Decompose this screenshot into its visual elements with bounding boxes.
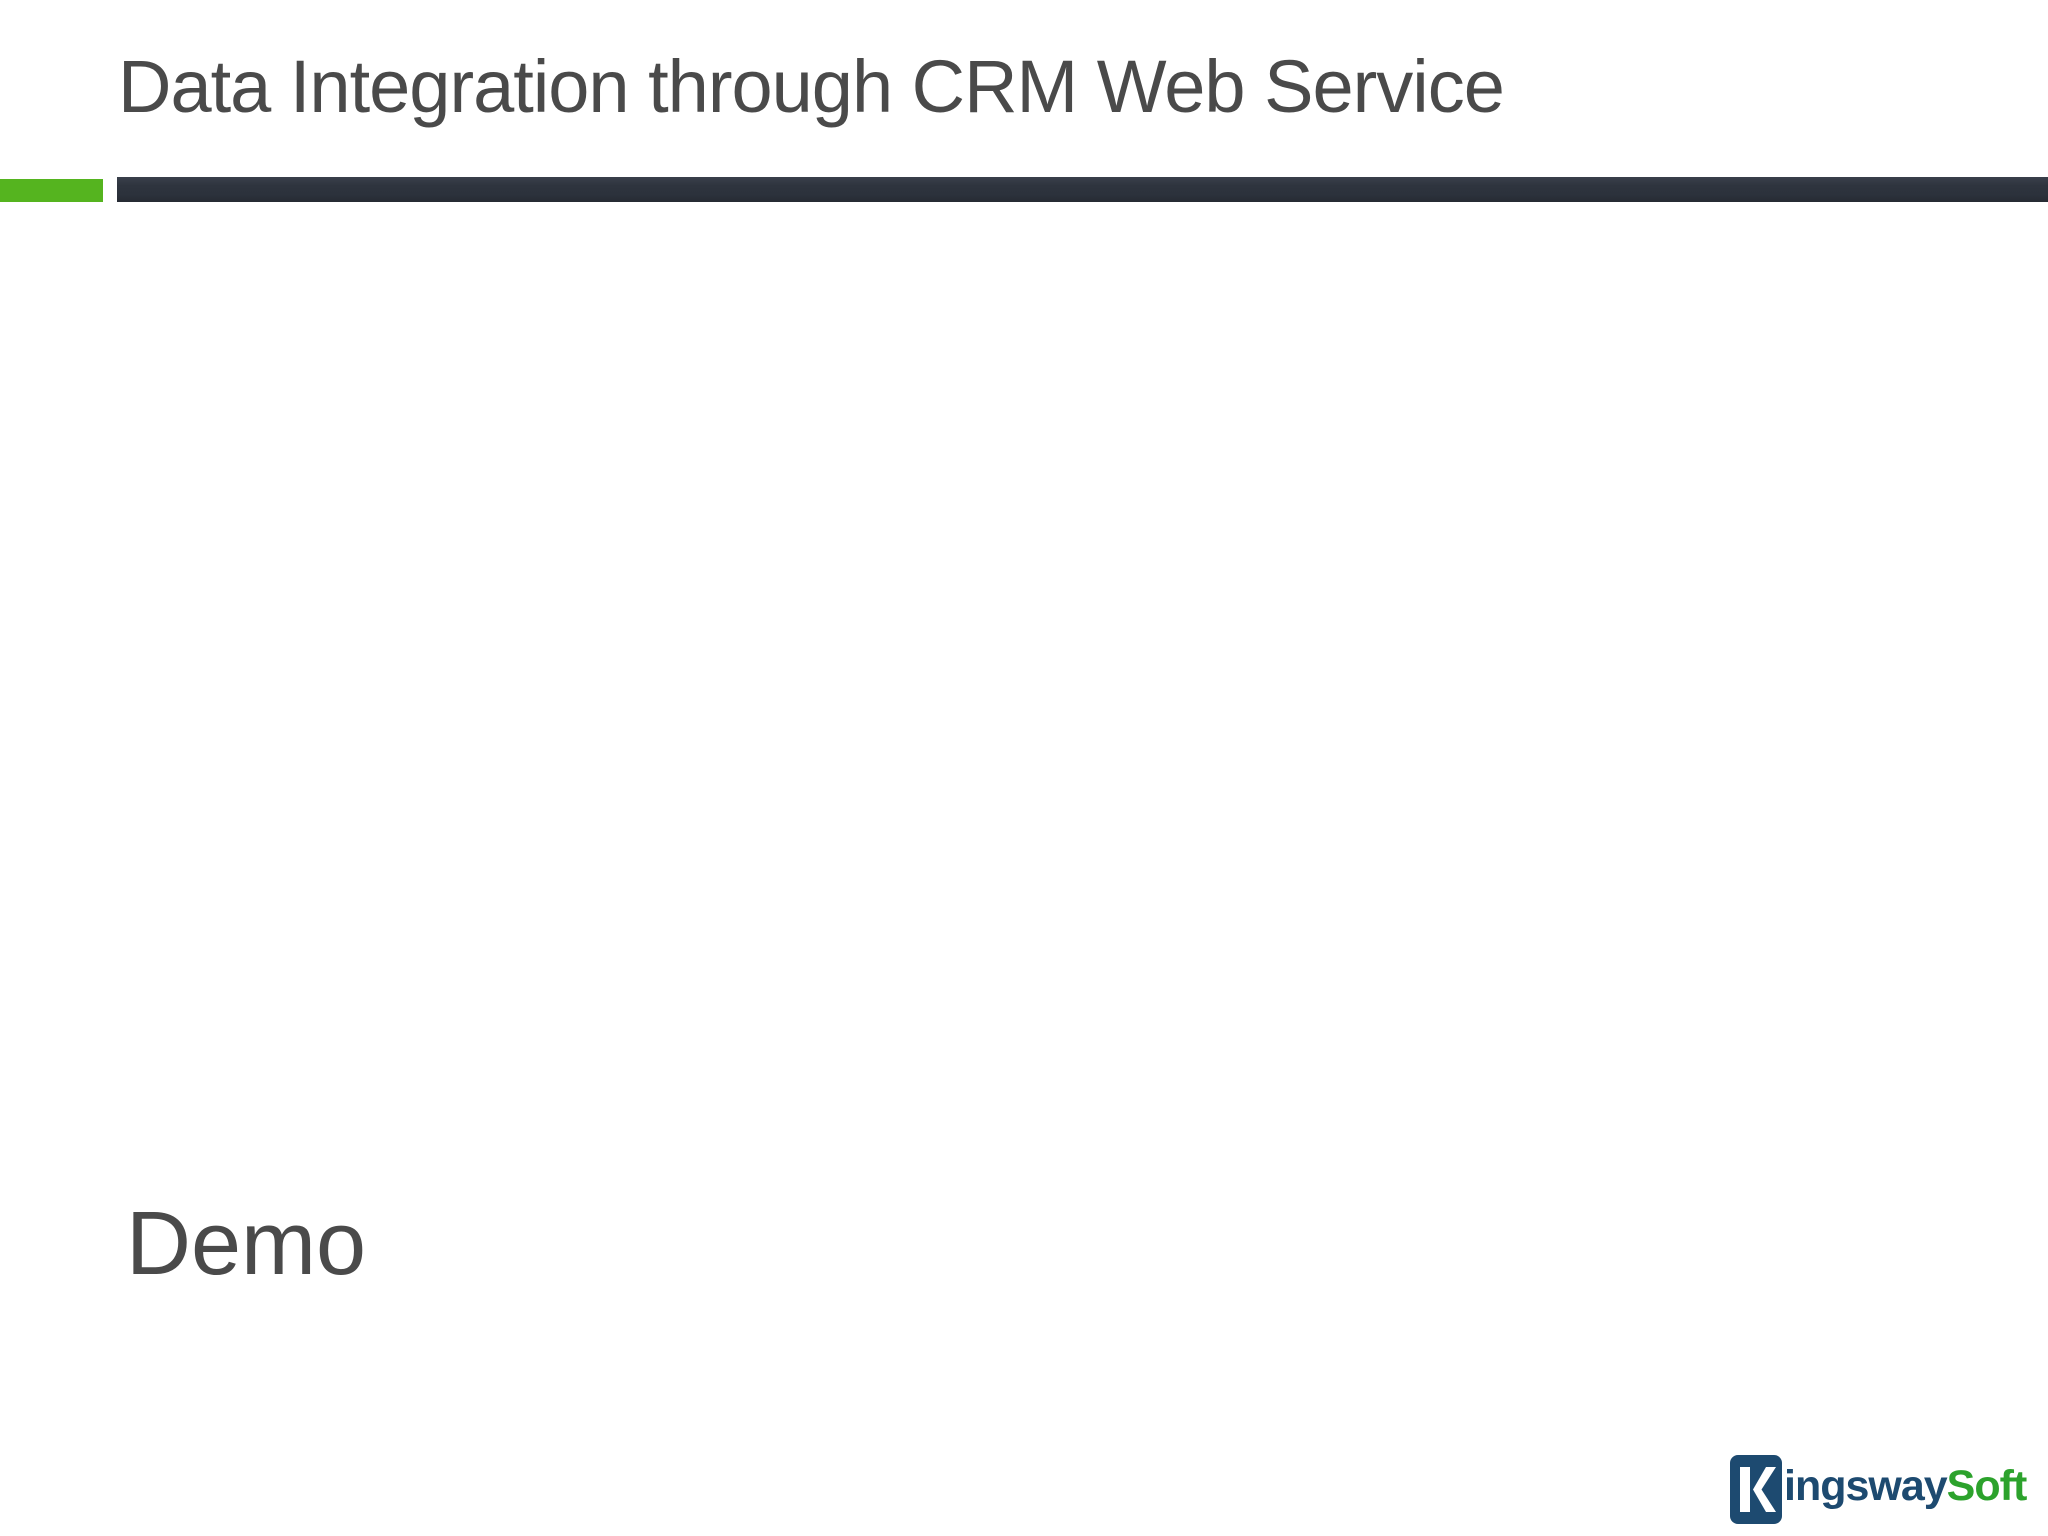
kingswaysoft-wordmark-soft: Soft <box>1946 1462 2028 1510</box>
kingswaysoft-wordmark: ingswaySoft <box>1784 1460 2028 1513</box>
divider-accent-green-segment <box>0 179 103 202</box>
slide-title: Data Integration through CRM Web Service <box>118 45 1505 128</box>
divider-dark-bar <box>117 177 2048 202</box>
kingswaysoft-logo: ingswaySoft <box>1730 1455 2028 1527</box>
section-label-demo: Demo <box>126 1194 367 1294</box>
kingswaysoft-wordmark-kingsway: ingsway <box>1784 1462 1948 1510</box>
kingswaysoft-k-mark-icon <box>1730 1455 1782 1524</box>
